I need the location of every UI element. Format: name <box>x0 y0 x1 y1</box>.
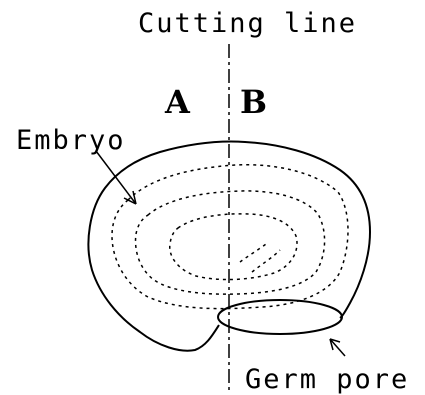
embryo-middle-ring <box>136 191 325 294</box>
side-b-label: B <box>240 83 267 121</box>
side-a-label: A <box>164 83 191 121</box>
embryo-outer-ring <box>112 165 348 309</box>
embryo-inner-loop <box>170 214 297 280</box>
embryo-inner-detail <box>240 244 280 272</box>
germ-pore-ellipse <box>218 300 342 334</box>
germ-pore-label: Germ pore <box>245 364 409 395</box>
embryo-label: Embryo <box>16 125 126 156</box>
embryo-arrow-line <box>96 151 136 204</box>
cutting-line-label: Cutting line <box>138 8 357 39</box>
